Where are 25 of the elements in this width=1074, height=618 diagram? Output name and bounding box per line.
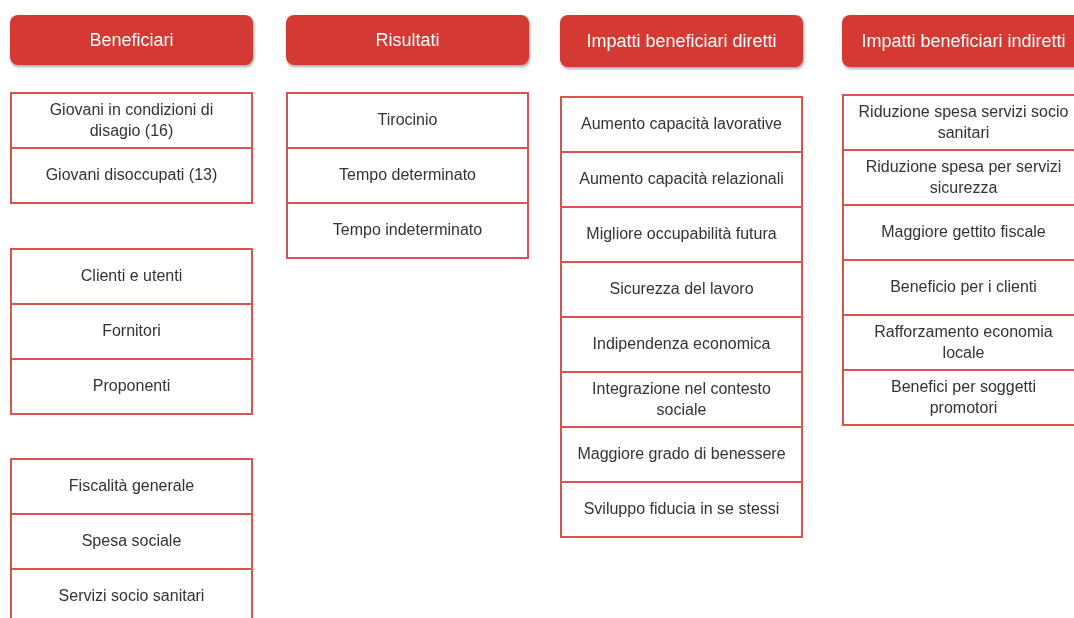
- table-cell: Sicurezza del lavoro: [560, 261, 803, 318]
- table-cell: Tempo determinato: [286, 147, 529, 204]
- table-cell: Integrazione nel contesto sociale: [560, 371, 803, 428]
- table-cell: Aumento capacità relazionali: [560, 151, 803, 208]
- table-cell: Benefici per soggetti promotori: [842, 369, 1074, 426]
- table-cell: Indipendenza economica: [560, 316, 803, 373]
- table-cell: Giovani in condizioni di disagio (16): [10, 92, 253, 149]
- column-header: Impatti beneficiari diretti: [560, 15, 803, 67]
- table-cell: Tempo indeterminato: [286, 202, 529, 259]
- table-cell: Giovani disoccupati (13): [10, 147, 253, 204]
- table-cell: Migliore occupabilità futura: [560, 206, 803, 263]
- column-header: Beneficiari: [10, 15, 253, 65]
- table-cell: Fiscalità generale: [10, 458, 253, 515]
- table-cell: Clienti e utenti: [10, 248, 253, 305]
- table-cell: Aumento capacità lavorative: [560, 96, 803, 153]
- table-cell: Spesa sociale: [10, 513, 253, 570]
- column-header: Impatti beneficiari indiretti: [842, 15, 1074, 67]
- table-cell: Sviluppo fiducia in se stessi: [560, 481, 803, 538]
- table-cell: Fornitori: [10, 303, 253, 360]
- table-cell: Tirocinio: [286, 92, 529, 149]
- table-cell: Maggiore grado di benessere: [560, 426, 803, 483]
- table-cell: Proponenti: [10, 358, 253, 415]
- column-header: Risultati: [286, 15, 529, 65]
- table-cell: Riduzione spesa servizi socio sanitari: [842, 94, 1074, 151]
- table-cell: Servizi socio sanitari: [10, 568, 253, 618]
